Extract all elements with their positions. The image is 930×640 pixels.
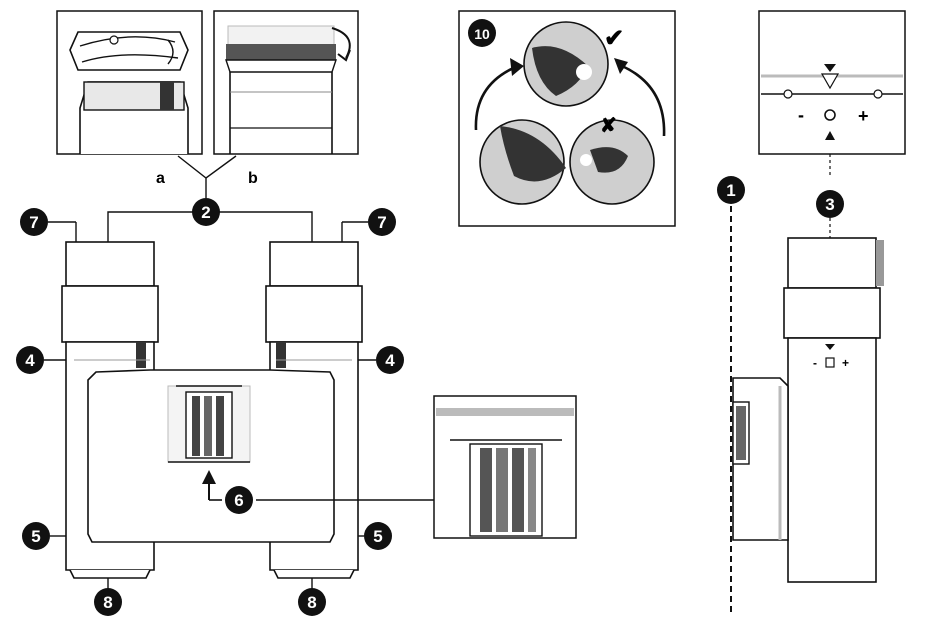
callout-1: 1 bbox=[717, 176, 745, 204]
svg-text:4: 4 bbox=[385, 351, 395, 370]
svg-text:7: 7 bbox=[377, 213, 386, 232]
callout-10: 10 bbox=[468, 19, 496, 47]
svg-text:6: 6 bbox=[234, 491, 243, 510]
side-plus-label: + bbox=[842, 356, 849, 370]
side-minus-label: - bbox=[813, 356, 817, 370]
callout-3: 3 bbox=[816, 154, 844, 218]
svg-text:1: 1 bbox=[726, 181, 735, 200]
svg-text:3: 3 bbox=[825, 195, 834, 214]
callout-2: 2 bbox=[192, 198, 220, 226]
inset-focus-wheel bbox=[433, 395, 577, 539]
binocular-front-view bbox=[61, 241, 363, 579]
callout-4-left: 4 bbox=[16, 346, 66, 374]
svg-text:2: 2 bbox=[201, 203, 210, 222]
callout-7-right: 7 bbox=[341, 208, 396, 242]
svg-text:7: 7 bbox=[29, 213, 38, 232]
callout-5-right: 5 bbox=[358, 522, 392, 550]
inset-diopter-scale: - + bbox=[758, 10, 906, 155]
inset-b-twist-eyecup bbox=[213, 10, 359, 155]
svg-text:5: 5 bbox=[31, 527, 40, 546]
callout-8-left: 8 bbox=[94, 578, 122, 616]
diopter-plus-label: + bbox=[858, 106, 869, 126]
svg-text:4: 4 bbox=[25, 351, 35, 370]
focus-arrow bbox=[202, 470, 434, 501]
diopter-minus-label: - bbox=[798, 105, 804, 125]
callout-8-right: 8 bbox=[298, 578, 326, 616]
svg-text:8: 8 bbox=[307, 593, 316, 612]
svg-text:8: 8 bbox=[103, 593, 112, 612]
svg-text:10: 10 bbox=[474, 26, 490, 42]
callout-5-left: 5 bbox=[22, 522, 66, 550]
binocular-side-view: - + bbox=[730, 206, 884, 614]
label-b: b bbox=[248, 170, 258, 187]
callout-6: 6 bbox=[225, 486, 253, 514]
cross-mark-icon: ✘ bbox=[600, 115, 617, 137]
inset-a-eyecup-detail bbox=[56, 10, 203, 155]
callout-7-left: 7 bbox=[20, 208, 77, 242]
callout-4-right: 4 bbox=[358, 346, 404, 374]
inset-eye-check: ✔ ✘ bbox=[458, 10, 676, 227]
svg-text:5: 5 bbox=[373, 527, 382, 546]
connector-a-b: a b bbox=[156, 155, 258, 198]
label-a: a bbox=[156, 170, 165, 187]
check-mark-icon: ✔ bbox=[604, 25, 624, 52]
